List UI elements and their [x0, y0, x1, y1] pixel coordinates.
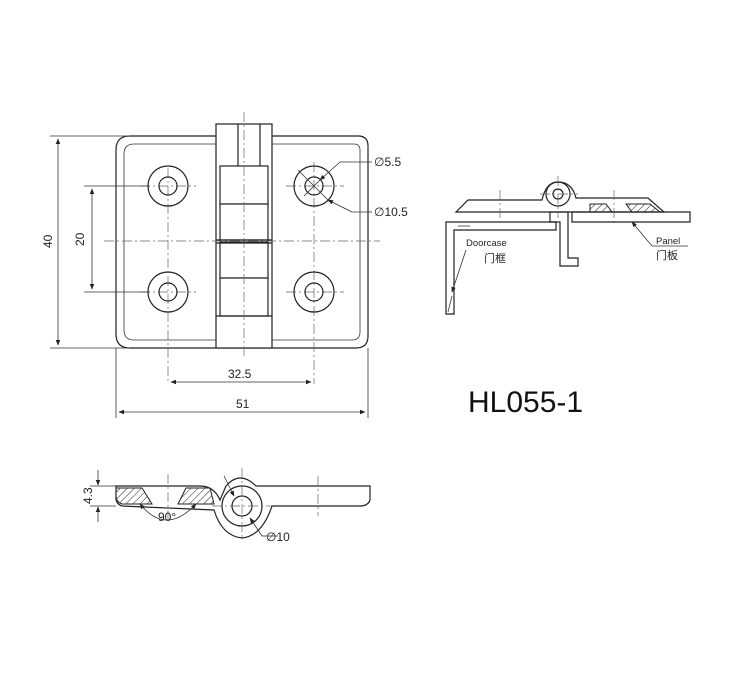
- dim-large-hole: ∅10.5: [374, 205, 408, 219]
- hole-bottom-right: [293, 271, 335, 313]
- side-view: 4.3 90° ∅10: [81, 468, 371, 544]
- panel-label-en: Panel: [656, 236, 680, 247]
- installation-view: Doorcase 门框 Panel 门板: [445, 176, 691, 315]
- doorcase-profile: [445, 221, 557, 315]
- hinge-inner-outline: [123, 143, 361, 341]
- dim-thickness: 4.3: [81, 487, 95, 504]
- doorcase-label-en: Doorcase: [466, 238, 507, 249]
- panel-profile: [571, 211, 691, 223]
- front-view: ∅5.5 ∅10.5 40 20 32.5 51: [41, 112, 408, 418]
- doorcase-label-cn: 门框: [484, 251, 506, 265]
- model-number: HL055-1: [468, 386, 583, 419]
- hole-top-right: [293, 165, 335, 207]
- dim-width: 51: [236, 397, 250, 411]
- panel-label-cn: 门板: [656, 248, 678, 262]
- hinge-outline: [115, 135, 369, 349]
- dim-hole-spacing-v: 20: [73, 232, 87, 246]
- dim-angle: 90°: [158, 510, 176, 524]
- dim-height: 40: [41, 234, 55, 248]
- side-profile: [115, 477, 371, 539]
- dim-hole-spacing-h: 32.5: [228, 367, 252, 381]
- dim-small-hole: ∅5.5: [374, 155, 401, 169]
- dim-knuckle: ∅10: [266, 530, 290, 544]
